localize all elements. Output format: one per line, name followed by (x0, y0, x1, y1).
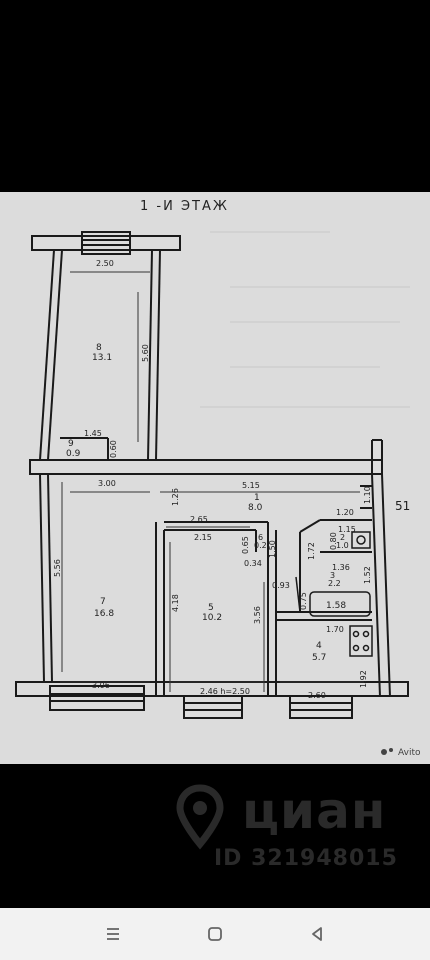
dim-label: 1.15 (338, 525, 356, 534)
dim-label: 5.56 (53, 559, 62, 577)
dim-label: 1.26 (171, 488, 180, 506)
dim-label: 1.36 (332, 563, 350, 572)
dim-label: 1.58 (326, 601, 346, 611)
floor-plan-drawing: 1 -И ЭТАЖ 2.50 5.60 1.45 0.60 3.00 5.15 … (15, 199, 421, 758)
paper-texture (200, 231, 410, 408)
dimension-labels: 2.50 5.60 1.45 0.60 3.00 5.15 1.10 5.56 … (53, 259, 372, 700)
dim-label: 2.65 (190, 515, 208, 524)
room-number: 8 (96, 343, 102, 353)
cian-brand: циан (242, 782, 387, 840)
room-area: 0.2 (254, 541, 267, 550)
dim-label: 2.15 (194, 533, 212, 542)
dim-label: 2.46 h=2.50 (200, 687, 250, 696)
room-number: 5 (208, 603, 214, 613)
room-area: 16.8 (94, 609, 114, 619)
walls (15, 231, 409, 719)
dim-label: 0.34 (244, 559, 262, 568)
dim-label: 2.60 (308, 691, 326, 700)
room-6: 6 0.2 (254, 533, 267, 550)
listing-id: ID 321948015 (214, 846, 398, 871)
room-2: 2 1.0 (336, 533, 349, 550)
room-area: 10.2 (202, 613, 222, 623)
dim-label: 4.18 (171, 594, 180, 612)
dim-label: 0.65 (241, 536, 250, 554)
dim-label: 1.92 (359, 670, 368, 688)
dim-label: 0.60 (109, 440, 118, 458)
dim-label: 0.75 (299, 592, 308, 610)
room-area: 13.1 (92, 353, 112, 363)
room-number: 2 (340, 533, 345, 542)
dim-label: 0.80 (329, 532, 338, 550)
room-area: 8.0 (248, 503, 263, 513)
floor-plan-image: 1 -И ЭТАЖ 2.50 5.60 1.45 0.60 3.00 5.15 … (0, 192, 430, 764)
dim-label: 1.10 (363, 486, 372, 504)
cian-watermark: циан ID 321948015 (170, 780, 420, 880)
room-area: 1.0 (336, 541, 349, 550)
room-area: 0.9 (66, 449, 81, 459)
dim-label: 0.93 (272, 581, 290, 590)
navigation-bar (0, 908, 430, 960)
room-number: 9 (68, 439, 74, 449)
fixtures (295, 531, 373, 657)
room-area: 5.7 (312, 653, 326, 663)
dim-label: 1.70 (326, 625, 344, 634)
location-pin-icon (176, 784, 224, 850)
room-1: 1 8.0 (248, 493, 263, 513)
room-7: 7 16.8 (94, 597, 114, 619)
side-number: 51 (395, 499, 410, 513)
floor-title: 1 -И ЭТАЖ (140, 199, 229, 214)
dim-label: 3.56 (253, 606, 262, 624)
room-labels: 8 13.1 9 0.9 1 8.0 7 16.8 5 10.2 6 0.2 2… (66, 343, 349, 663)
dim-label: 3.06 (92, 681, 110, 690)
room-number: 4 (316, 641, 322, 651)
avito-logo-icon (381, 749, 387, 755)
dim-label: 1.45 (84, 429, 102, 438)
room-number: 3 (330, 571, 335, 580)
dim-label: 1.72 (307, 542, 316, 560)
avito-label: Avito (398, 748, 421, 758)
room-4: 4 5.7 (312, 641, 326, 663)
status-bar (0, 0, 430, 30)
room-3: 3 2.2 (328, 571, 341, 588)
room-number: 6 (258, 533, 263, 542)
dim-label: 1.20 (336, 508, 354, 517)
avito-watermark: Avito (381, 748, 421, 758)
room-9: 9 0.9 (66, 439, 81, 459)
room-number: 7 (100, 597, 106, 607)
dim-label: 5.15 (242, 481, 260, 490)
room-area: 2.2 (328, 579, 341, 588)
dim-label: 5.60 (141, 344, 150, 362)
room-5: 5 10.2 (202, 603, 222, 623)
dim-label: 2.50 (96, 259, 114, 268)
dimension-lines (60, 271, 364, 692)
dim-label: 1.50 (268, 540, 277, 558)
room-number: 1 (254, 493, 260, 503)
recents-icon[interactable] (100, 922, 126, 946)
dim-label: 1.52 (363, 566, 372, 584)
dim-label: 3.00 (98, 479, 116, 488)
back-icon[interactable] (304, 922, 330, 946)
room-8: 8 13.1 (92, 343, 112, 363)
home-icon[interactable] (202, 922, 228, 946)
